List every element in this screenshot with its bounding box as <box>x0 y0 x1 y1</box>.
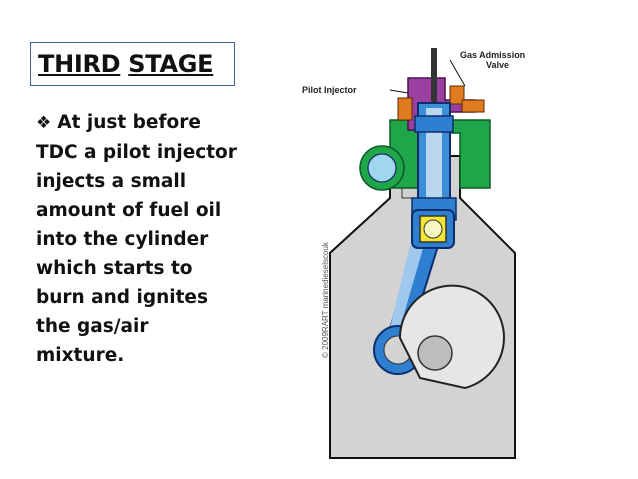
body-text: At just before TDC a pilot injector inje… <box>36 112 237 366</box>
valve-stem <box>431 48 437 108</box>
combustion-chamber <box>389 119 491 189</box>
crank-journal <box>417 335 453 371</box>
title-word-third: THIRD <box>38 50 121 78</box>
title-word-stage: STAGE <box>128 50 214 78</box>
diamond-bullet-icon: ❖ <box>36 113 52 133</box>
piston-head <box>414 115 454 133</box>
label-pilot-injector: Pilot Injector <box>302 85 357 95</box>
watermark: © 2009RART marinedieselscouk <box>321 241 330 358</box>
label-gas-admission: Gas Admission <box>460 50 525 60</box>
slide-body: ❖At just before TDC a pilot injector inj… <box>36 108 241 370</box>
label-valve: Valve <box>486 60 509 70</box>
gas-valve-orange <box>449 85 465 105</box>
pilot-injector <box>397 97 413 121</box>
engine-diagram: Pilot Injector Gas Admission Valve © 200… <box>302 48 525 459</box>
slide-title: THIRD STAGE <box>30 42 235 86</box>
